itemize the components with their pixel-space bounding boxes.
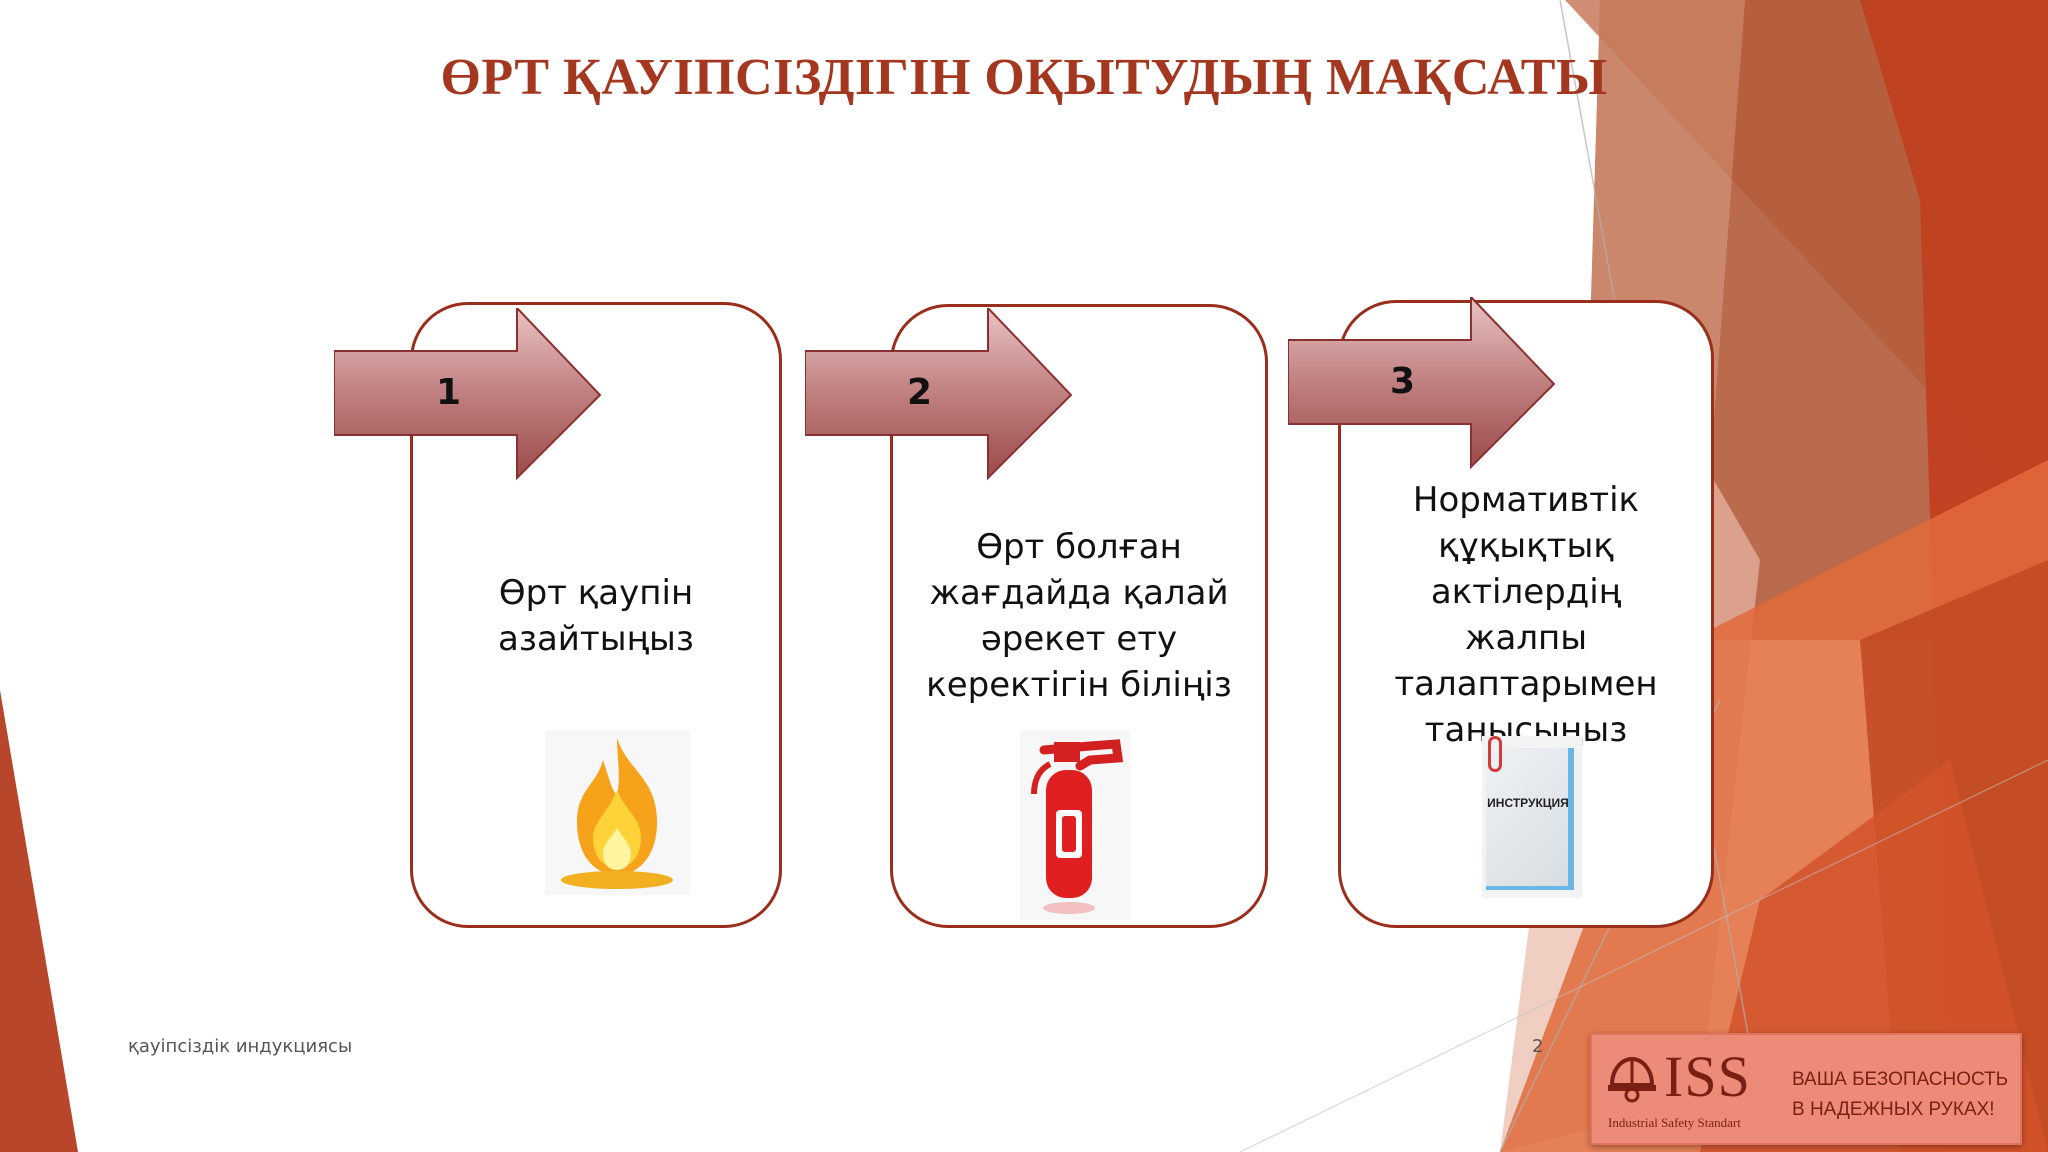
step-text-1: Өрт қаупін азайтыңыз	[498, 573, 694, 659]
step-arrow-1	[334, 308, 602, 481]
helmet-icon	[1608, 1056, 1656, 1103]
fire-extinguisher-icon	[1020, 730, 1130, 920]
step-number-3: 3	[1390, 361, 1416, 402]
document-page	[1486, 748, 1574, 890]
step-text-3: Нормативтік құқықтық актілердің жалпы та…	[1394, 480, 1658, 750]
step-text-2: Өрт болған жағдайда қалай әрекет ету кер…	[926, 527, 1232, 705]
decor-line-3	[1239, 759, 2048, 1152]
step-number-2: 2	[907, 372, 933, 413]
footer-label: қауіпсіздік индукциясы	[128, 1036, 353, 1057]
logo-brand-text: ISS	[1664, 1044, 1751, 1109]
instruction-label: ИНСТРУКЦИЯ	[1487, 796, 1569, 810]
page-number: 2	[1532, 1036, 1544, 1057]
iss-logo-banner: ISS Industrial Safety Standart ВАША БЕЗО…	[1590, 1033, 2022, 1145]
left-wedge-shape	[0, 690, 78, 1152]
instruction-document-icon: ИНСТРУКЦИЯ	[1482, 736, 1582, 898]
logo-slogan: ВАША БЕЗОПАСНОСТЬ В НАДЕЖНЫХ РУКАХ!	[1792, 1069, 2009, 1120]
slide-title: ӨРТ ҚАУІПСІЗДІГІН ОҚЫТУДЫҢ МАҚСАТЫ	[440, 49, 1608, 106]
fire-icon	[545, 730, 690, 895]
step-number-1: 1	[436, 372, 462, 413]
logo-subtitle: Industrial Safety Standart	[1608, 1115, 1741, 1130]
step-arrow-3	[1288, 297, 1556, 470]
paperclip-icon	[1488, 736, 1502, 772]
step-arrow-2	[805, 308, 1073, 481]
